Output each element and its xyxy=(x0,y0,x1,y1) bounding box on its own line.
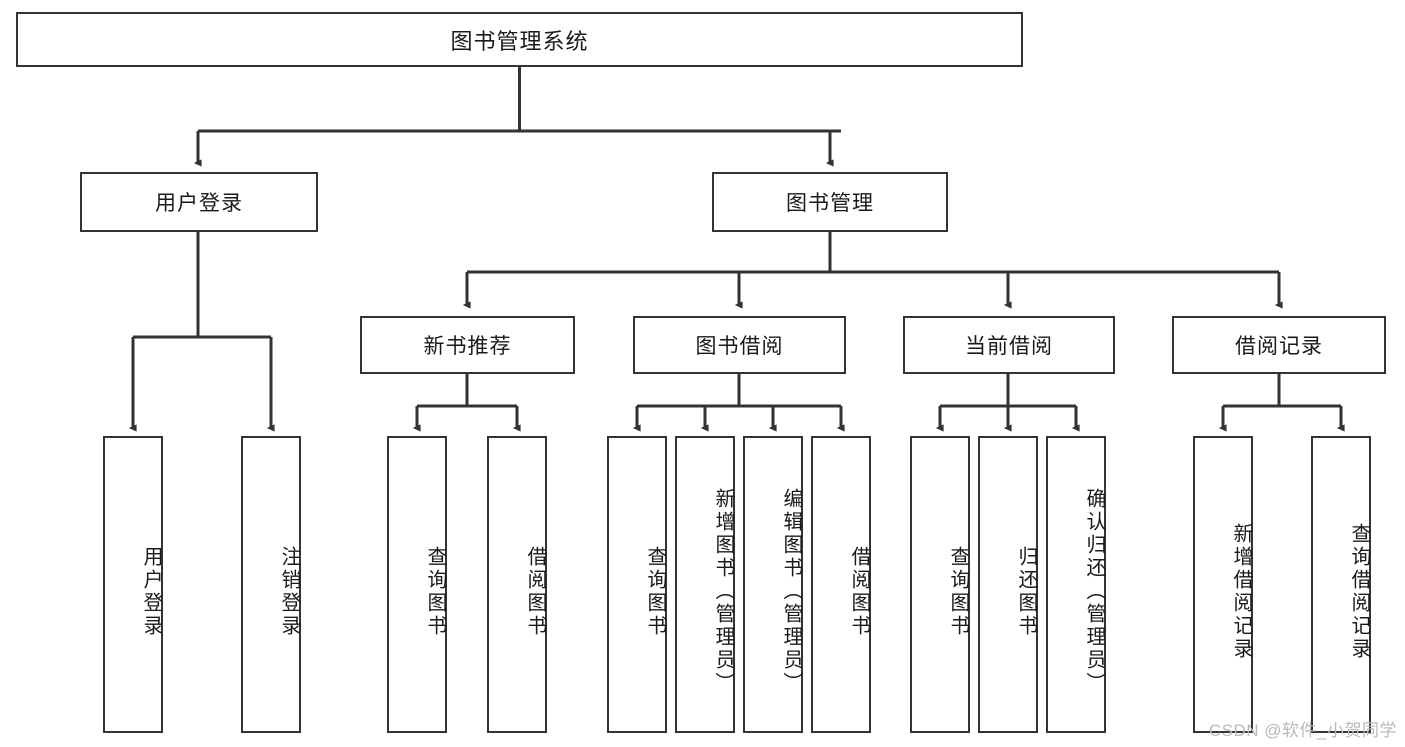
node-new-book-recommend[interactable]: 新书推荐 xyxy=(360,316,575,374)
node-label: 编辑图书（管理员） xyxy=(780,488,802,695)
node-borrow-record[interactable]: 借阅记录 xyxy=(1172,316,1386,374)
node-label: 用户登录 xyxy=(140,545,162,638)
leaf-user-login[interactable]: 用户登录 xyxy=(103,436,163,733)
leaf-return-book[interactable]: 归还图书 xyxy=(978,436,1038,733)
node-label: 图书管理系统 xyxy=(450,28,589,54)
node-label: 当前借阅 xyxy=(965,335,1053,358)
leaf-edit-book-admin[interactable]: 编辑图书（管理员） xyxy=(743,436,803,733)
node-label: 确认归还（管理员） xyxy=(1083,488,1105,695)
node-label: 归还图书 xyxy=(1015,545,1037,638)
node-label: 借阅图书 xyxy=(848,545,870,638)
leaf-borrow-book[interactable]: 借阅图书 xyxy=(811,436,871,733)
node-current-borrow[interactable]: 当前借阅 xyxy=(903,316,1115,374)
node-label: 查询借阅记录 xyxy=(1348,522,1370,661)
node-label: 图书借阅 xyxy=(695,335,784,358)
leaf-query-borrow-record[interactable]: 查询借阅记录 xyxy=(1311,436,1371,733)
node-root-book-management-system[interactable]: 图书管理系统 xyxy=(16,12,1023,67)
node-user-login[interactable]: 用户登录 xyxy=(80,172,318,232)
leaf-query-book-current[interactable]: 查询图书 xyxy=(910,436,970,733)
node-label: 用户登录 xyxy=(155,192,243,215)
node-label: 新书推荐 xyxy=(423,335,512,358)
node-label: 借阅图书 xyxy=(524,545,546,638)
node-label: 查询图书 xyxy=(644,545,666,638)
leaf-add-borrow-record[interactable]: 新增借阅记录 xyxy=(1193,436,1253,733)
leaf-logout-login[interactable]: 注销登录 xyxy=(241,436,301,733)
node-label: 新增借阅记录 xyxy=(1230,522,1252,661)
node-book-borrow[interactable]: 图书借阅 xyxy=(633,316,846,374)
leaf-query-book-recommend[interactable]: 查询图书 xyxy=(387,436,447,733)
node-label: 新增图书（管理员） xyxy=(712,488,734,695)
node-label: 查询图书 xyxy=(424,545,446,638)
node-label: 注销登录 xyxy=(278,545,300,638)
csdn-watermark: CSDN @软件_小贺同学 xyxy=(1208,721,1397,740)
leaf-add-book-admin[interactable]: 新增图书（管理员） xyxy=(675,436,735,733)
leaf-confirm-return-admin[interactable]: 确认归还（管理员） xyxy=(1046,436,1106,733)
leaf-borrow-book-recommend[interactable]: 借阅图书 xyxy=(487,436,547,733)
node-label: 查询图书 xyxy=(947,545,969,638)
node-book-management[interactable]: 图书管理 xyxy=(712,172,948,232)
node-label: 借阅记录 xyxy=(1235,335,1323,358)
leaf-query-book-borrow[interactable]: 查询图书 xyxy=(607,436,667,733)
node-label: 图书管理 xyxy=(786,192,874,215)
